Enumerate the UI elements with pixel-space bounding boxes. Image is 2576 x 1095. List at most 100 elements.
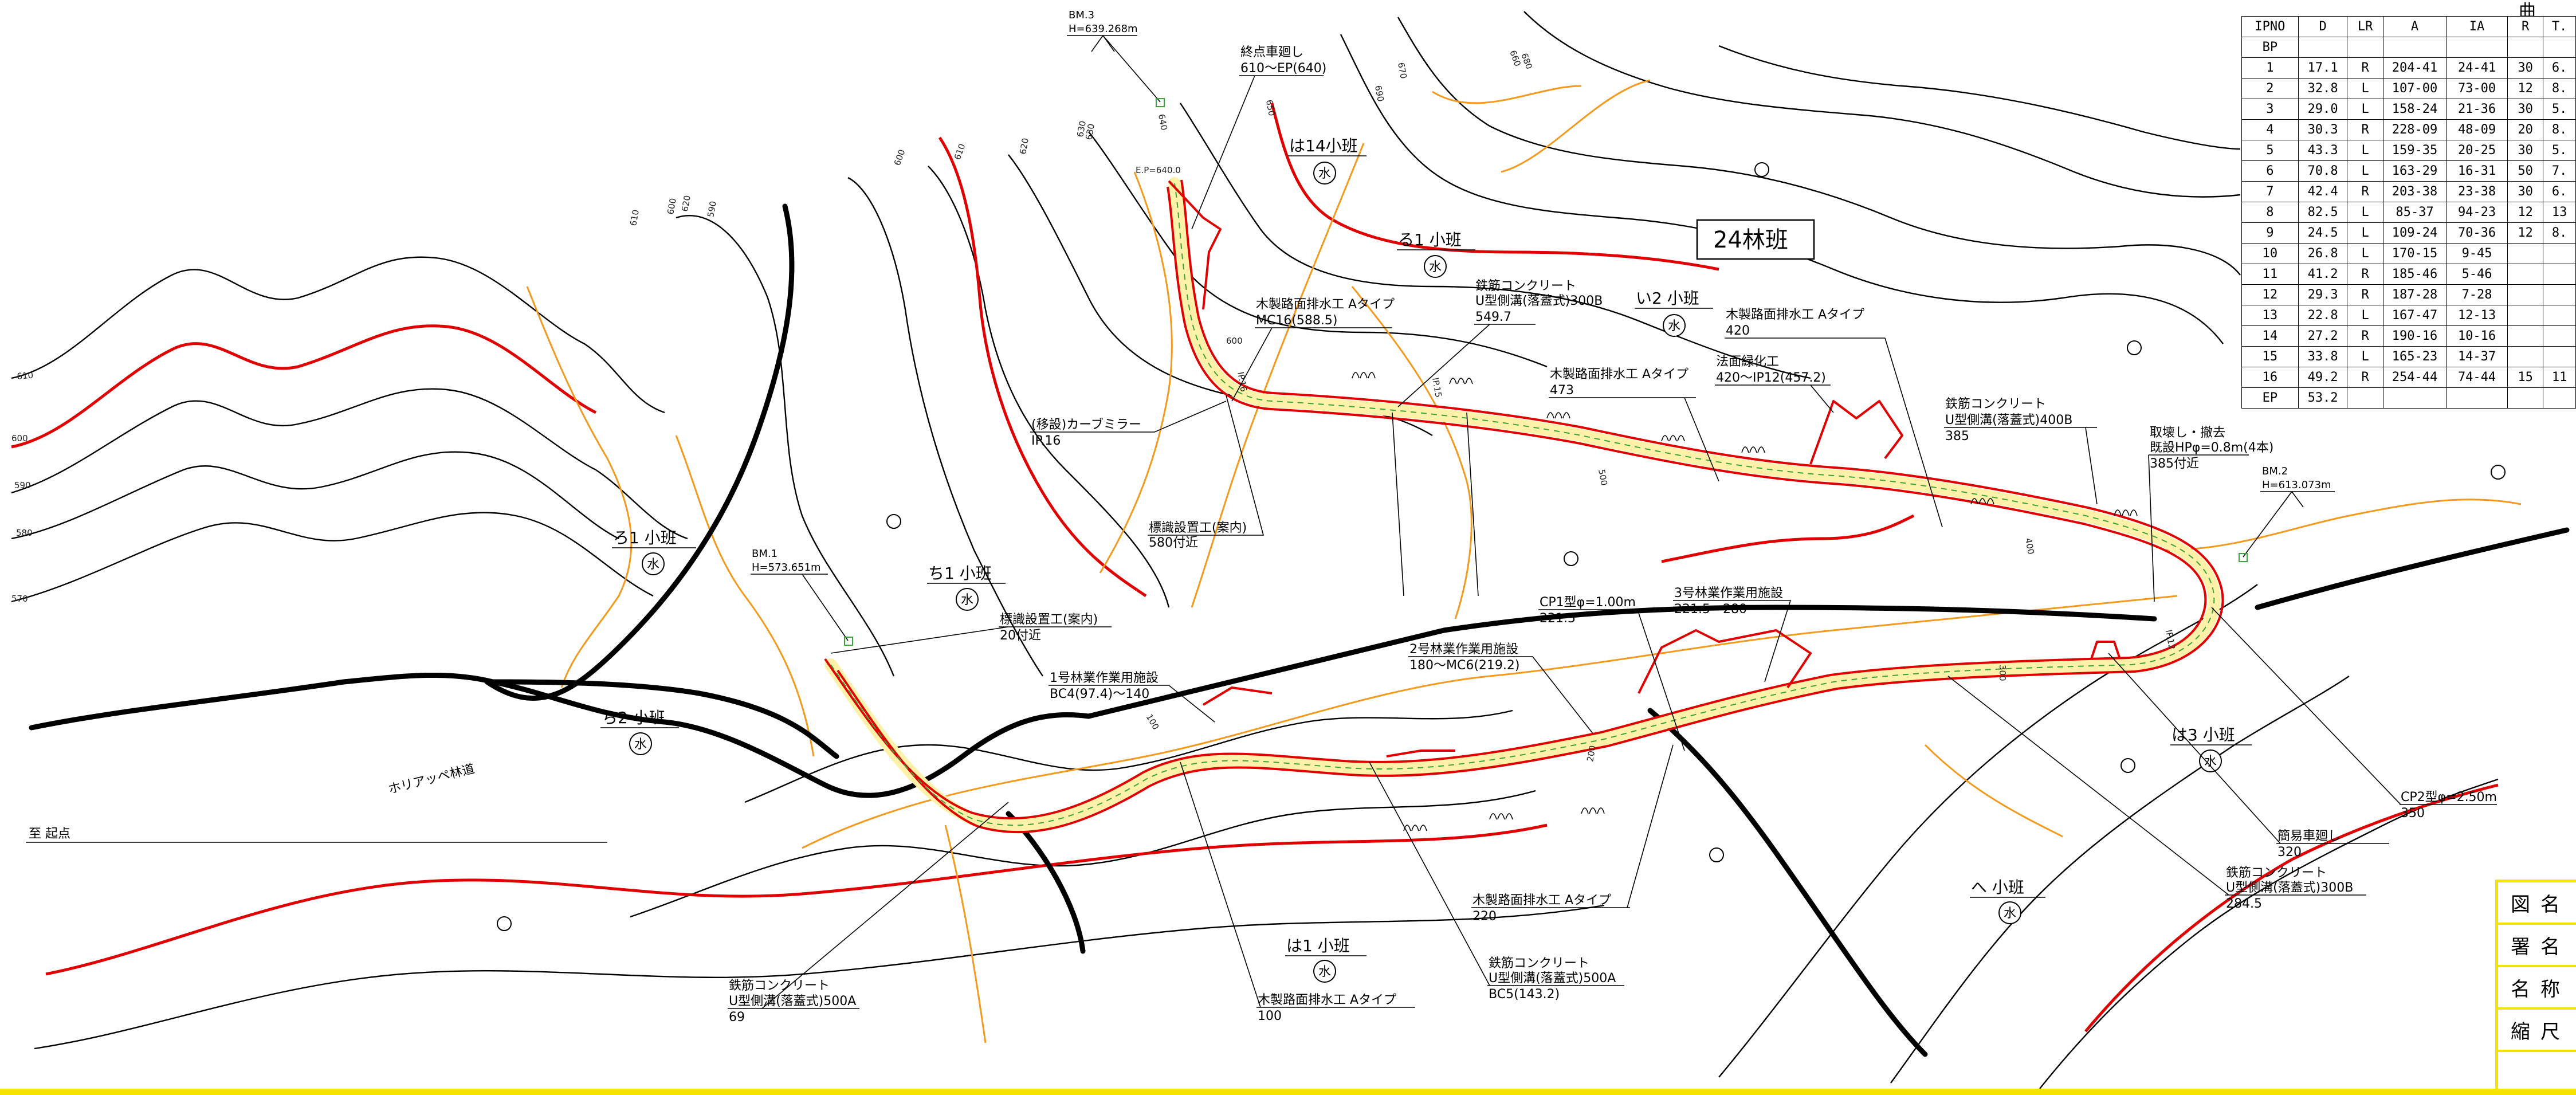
contour-line: [1890, 676, 2350, 1084]
table-cell: [2507, 325, 2544, 347]
boundary-line: [1351, 286, 1472, 619]
leader-line: [2148, 454, 2249, 602]
leader-line: [1947, 676, 2366, 896]
benchmark-marker: [844, 637, 853, 646]
table-cell: 23-38: [2446, 181, 2508, 202]
ridge-road-2: [490, 679, 839, 759]
table-cell: R: [2347, 181, 2383, 202]
annotation-line: 221.5: [1540, 611, 1576, 626]
contour-line: [1180, 103, 1811, 379]
horiappe-forest-road: [29, 672, 1091, 798]
contour-label: 590: [705, 200, 718, 218]
water-symbol-circle: [1663, 314, 1686, 337]
contour-label: 670: [1396, 62, 1409, 80]
contour-line: [11, 388, 688, 540]
table-cell: 32.8: [2298, 78, 2348, 99]
table-cell: L: [2347, 140, 2383, 161]
to-start-label: 至 起点: [29, 827, 70, 841]
table-cell: [2382, 387, 2447, 409]
branch-road: [1006, 811, 1086, 954]
table-cell: 185-46: [2382, 264, 2447, 285]
annotation-line: 420～IP12(457.2): [1716, 371, 1826, 385]
annotation-line: 180～MC6(219.2): [1409, 658, 1519, 673]
table-cell: [2543, 325, 2576, 347]
annotation-remove-pipe: 取壊し・撤去 既設HPφ=0.8m(4本) 385付近: [2148, 426, 2273, 602]
table-cell: [2543, 284, 2576, 305]
tree-symbol: [1970, 498, 1994, 505]
contour-line: [847, 176, 1043, 677]
contour-lines: [11, 11, 2499, 1089]
forest-block-label: 24林班: [1713, 227, 1788, 253]
table-header-row: IPNO D LR A IA R T.: [2241, 16, 2576, 37]
table-cell: 24.5: [2298, 222, 2348, 244]
annotation-line: U型側溝(落蓋式)500A: [729, 994, 856, 1008]
table-cell: BP: [2241, 37, 2299, 58]
subcompartment-ha14: は14小班 水: [1288, 136, 1366, 185]
table-cell: 228-09: [2382, 119, 2447, 140]
table-cell: [2347, 37, 2383, 58]
table-cell: 20: [2507, 119, 2544, 140]
benchmark-name: BM.3: [1069, 9, 1094, 21]
subcompartment-name: ち2 小班: [602, 708, 665, 727]
table-cell: 41.2: [2298, 264, 2348, 285]
table-cell: 6.: [2543, 57, 2576, 79]
table-cell: L: [2347, 160, 2383, 182]
contour-line: [11, 451, 619, 540]
table-cell: L: [2347, 346, 2383, 367]
contour-label: 600: [892, 148, 908, 167]
contour-label: 600: [665, 197, 678, 215]
leader-line: [728, 802, 1009, 1009]
annotation-line: CP2型φ=2.50m: [2401, 790, 2497, 804]
water-symbol: 水: [1668, 319, 1680, 333]
annotation-line: 木製路面排水工 Aタイプ: [1256, 297, 1395, 312]
annotation-line: 鉄筋コンクリート: [1945, 397, 2046, 411]
table-cell: [2507, 387, 2544, 409]
facility-3: [1638, 629, 1812, 694]
boundary-line: [1432, 85, 1582, 104]
annotation-line: 350: [2401, 806, 2425, 821]
table-cell: [2543, 346, 2576, 367]
table-cell: [2507, 305, 2544, 326]
annotation-facility-1: 1号林業作業用施設 BC4(97.4)～140: [1049, 671, 1215, 723]
table-header: T.: [2543, 16, 2576, 37]
water-symbol: 水: [2004, 906, 2016, 921]
contour-label: 640: [1156, 113, 1169, 131]
table-cell: 70-36: [2446, 222, 2508, 244]
contour-label: 590: [14, 480, 31, 490]
table-cell: 165-23: [2382, 346, 2447, 367]
table-cell: 8: [2241, 202, 2299, 223]
sheet-bottom-border: [0, 1089, 2576, 1095]
broadleaf-symbol: [2491, 465, 2506, 480]
table-cell: L: [2347, 202, 2383, 223]
contour-line: [1340, 34, 2224, 344]
annotation-u-ditch-300b-549: 鉄筋コンクリート U型側溝(落蓋式)300B 549.7: [1397, 279, 1603, 407]
horiappe-road-label: ホリアッペ林道: [387, 762, 476, 797]
water-symbol-circle: [1313, 960, 1336, 983]
table-header: D: [2298, 16, 2348, 37]
table-cell: 2: [2241, 78, 2299, 99]
benchmark-marker: [2239, 553, 2248, 562]
table-cell: R: [2347, 284, 2383, 305]
table-cell: 6: [2241, 160, 2299, 182]
annotation-line: 取壊し・撤去: [2150, 426, 2225, 440]
table-cell: 21-36: [2446, 99, 2508, 120]
annotation-line: 284.5: [2226, 897, 2262, 911]
contour-label: 630: [1075, 120, 1088, 138]
annotation-line: IP.16: [1031, 434, 1061, 448]
table-cell: EP: [2241, 387, 2299, 409]
table-cell: 12: [2507, 222, 2544, 244]
table-cell: [2507, 264, 2544, 285]
annotations: 終点車廻し 610～EP(640) 鉄筋コンクリート U型側溝(落蓋式)300B…: [728, 45, 2497, 1025]
annotation-line: 鉄筋コンクリート: [1489, 956, 1589, 971]
index-contours: [11, 103, 2499, 1033]
table-header: IPNO: [2241, 16, 2299, 37]
road-edge: [824, 186, 2207, 820]
benchmark-height: H=639.268m: [1069, 23, 1138, 35]
table-cell: 7.: [2543, 160, 2576, 182]
